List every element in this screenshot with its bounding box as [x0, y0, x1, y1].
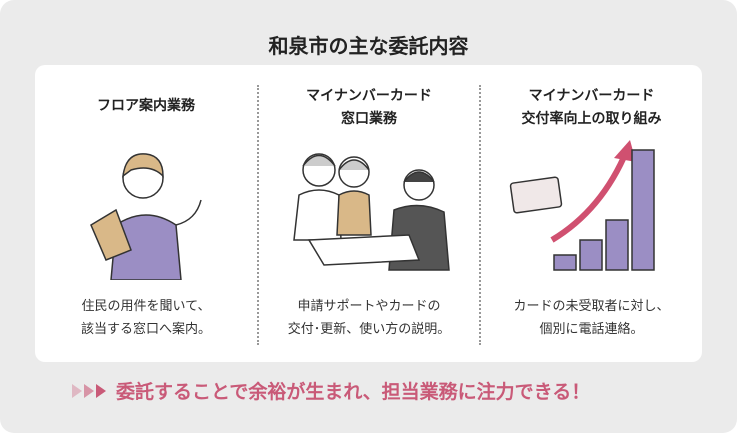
- body-line: 申請サポートやカードの: [297, 299, 441, 314]
- heading-line: 窓口業務: [341, 111, 397, 127]
- triple-arrow-icon: [72, 383, 106, 398]
- divider: [479, 85, 481, 345]
- heading-line: マイナンバーカード: [306, 88, 432, 104]
- body-line: カードの未受取者に対し、: [513, 299, 670, 314]
- heading-line: 交付率向上の取り組み: [521, 111, 662, 127]
- column-heading: フロア案内業務: [35, 95, 257, 118]
- receptionist-illustration: [90, 153, 202, 280]
- column-heading: マイナンバーカード 窓口業務: [259, 85, 479, 131]
- counter-service-illustration: [293, 153, 450, 271]
- column-description: 申請サポートやカードの 交付･更新、使い方の説明。: [259, 295, 479, 341]
- column-issuance-rate: マイナンバーカード 交付率向上の取り組み カードの未受取者に対し、 個別に電話連…: [481, 65, 702, 362]
- column-heading: マイナンバーカード 交付率向上の取り組み: [481, 85, 702, 131]
- content-card: フロア案内業務 住民の用件を聞いて、 該当する窓口へ案内。 マイナンバーカード …: [35, 65, 702, 362]
- body-line: 交付･更新、使い方の説明。: [287, 322, 451, 337]
- growth-chart-illustration: [509, 140, 655, 271]
- column-description: カードの未受取者に対し、 個別に電話連絡。: [481, 295, 702, 341]
- heading-line: フロア案内業務: [97, 98, 195, 114]
- column-mynumber-counter: マイナンバーカード 窓口業務 申請サポートやカードの 交付･更新、使い方の説明。: [259, 65, 479, 362]
- heading-line: マイナンバーカード: [528, 88, 655, 104]
- conclusion-banner: 委託することで余裕が生まれ、担当業務に注力できる！: [72, 377, 590, 404]
- page-title: 和泉市の主な委託内容: [268, 34, 469, 58]
- body-line: 住民の用件を聞いて、: [81, 299, 211, 314]
- body-line: 個別に電話連絡。: [539, 322, 644, 337]
- column-floor-guide: フロア案内業務 住民の用件を聞いて、 該当する窓口へ案内。: [35, 65, 257, 362]
- conclusion-message: 委託することで余裕が生まれ、担当業務に注力できる！: [116, 381, 591, 403]
- body-line: 該当する窓口へ案内。: [80, 322, 211, 337]
- divider: [257, 85, 259, 345]
- column-description: 住民の用件を聞いて、 該当する窓口へ案内。: [35, 295, 257, 341]
